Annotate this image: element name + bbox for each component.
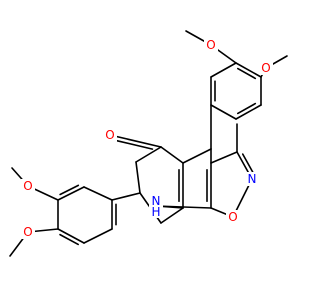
bond (57, 186, 85, 201)
methoxy-oxygen-top-left: O (206, 38, 215, 52)
bond (155, 205, 212, 209)
label-bg (149, 195, 163, 218)
label-bg (245, 172, 259, 186)
bond (135, 146, 162, 163)
bond (111, 192, 141, 201)
label-bg (21, 225, 35, 239)
amine-nitrogen: N (152, 194, 161, 208)
bond (109, 134, 162, 148)
bond-layer (9, 30, 288, 257)
bond (160, 146, 184, 164)
bond (210, 104, 237, 120)
bond (210, 62, 237, 78)
bond (160, 207, 184, 224)
bond (135, 161, 141, 194)
bond (210, 151, 238, 164)
amine-hydrogen: H (151, 205, 160, 219)
atom-label-layer: O O O N O N H O O (21, 38, 273, 239)
methoxy-oxygen-left-upper: O (23, 179, 32, 193)
double-bond (241, 153, 255, 174)
methoxy-oxygen-top-right: O (261, 61, 270, 75)
isoxazole-nitrogen: N (248, 172, 257, 186)
molecule-diagram: O O O N O N H O O (9, 30, 288, 257)
bond (235, 104, 262, 120)
ketone-oxygen: O (105, 128, 114, 142)
label-bg (103, 128, 117, 142)
double-bond (236, 67, 257, 80)
bond (235, 62, 262, 78)
double-bond (115, 139, 154, 150)
label-bg (226, 210, 240, 224)
double-bond (236, 102, 257, 115)
bond (83, 186, 113, 201)
double-bond (59, 184, 80, 196)
bond (83, 228, 113, 244)
label-bg (259, 61, 273, 75)
label-bg (204, 38, 218, 52)
methoxy-oxygen-left-lower: O (23, 225, 32, 239)
bond (57, 228, 85, 244)
isoxazole-oxygen: O (228, 210, 237, 224)
double-bond (59, 233, 80, 246)
bond (182, 148, 212, 164)
label-bg (21, 179, 35, 193)
